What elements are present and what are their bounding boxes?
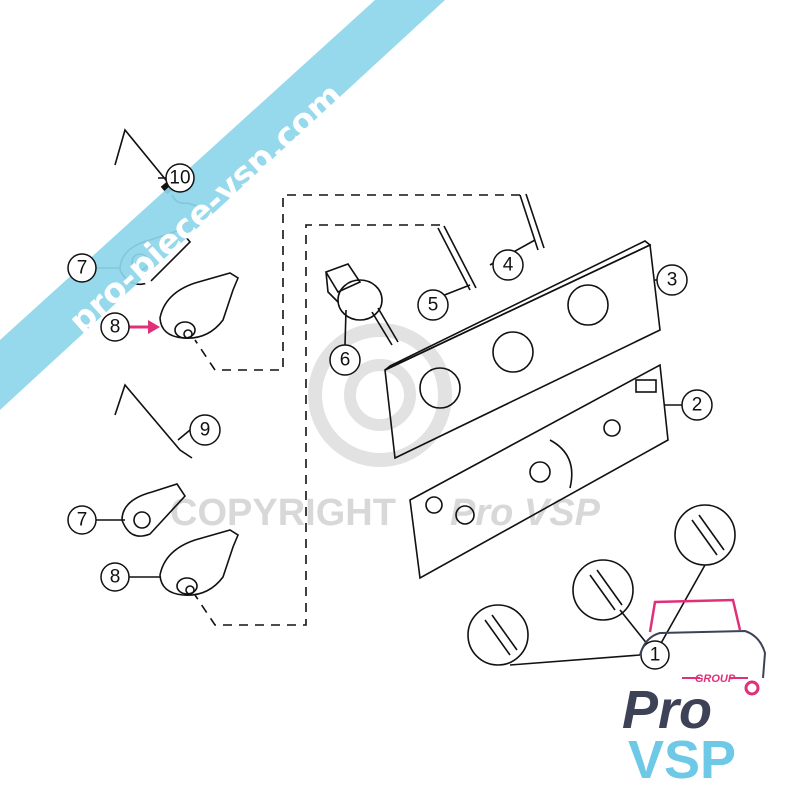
callout-3[interactable]: 3 [656,264,688,296]
logo-pro: Pro [622,680,712,740]
callout-2[interactable]: 2 [681,389,713,421]
bezel-panel [384,240,661,460]
callout-8-upper[interactable]: 8 [100,312,130,342]
logo-vsp: VSP [628,730,736,790]
cam-upper [159,272,239,339]
svg-text:4: 4 [503,255,514,276]
callout-4[interactable]: 4 [492,249,524,281]
svg-text:2: 2 [692,395,703,416]
svg-text:7: 7 [77,258,88,279]
callout-6[interactable]: 6 [329,344,361,376]
knobs [467,504,736,666]
callout-7-upper[interactable]: 7 [67,253,97,283]
watermark-brand: Pro VSP [450,492,601,534]
website-banner[interactable]: pro-piece-vsp.com [0,0,445,410]
cam-lower [159,529,239,596]
highlight-arrow-icon [129,320,160,334]
cable-lower [114,383,193,459]
callout-5[interactable]: 5 [417,289,449,321]
svg-text:8: 8 [110,567,121,588]
copyright-watermark-icon [308,323,452,467]
callout-8-lower[interactable]: 8 [100,562,130,592]
svg-text:10: 10 [169,168,190,189]
callout-10[interactable]: 10 [165,163,195,193]
control-panel [409,363,669,580]
rotary-switch [324,263,399,346]
svg-text:9: 9 [200,420,211,441]
callout-7-lower[interactable]: 7 [67,505,97,535]
logo-group: GROUP [695,673,736,685]
svg-text:1: 1 [650,645,661,666]
svg-text:8: 8 [110,317,121,338]
callout-9[interactable]: 9 [189,414,221,446]
svg-text:6: 6 [340,350,351,371]
svg-text:5: 5 [428,295,439,316]
linkage-line-lower [194,224,440,626]
provsp-logo: GROUP Pro VSP [622,598,767,790]
svg-text:3: 3 [667,270,678,291]
callout-1[interactable]: 1 [640,640,670,670]
svg-text:7: 7 [77,510,88,531]
banner-text: pro-piece-vsp.com [61,75,351,341]
watermark-copyright: COPYRIGHT [170,492,396,534]
lever-lower [121,483,187,537]
shaft-5 [437,225,477,291]
